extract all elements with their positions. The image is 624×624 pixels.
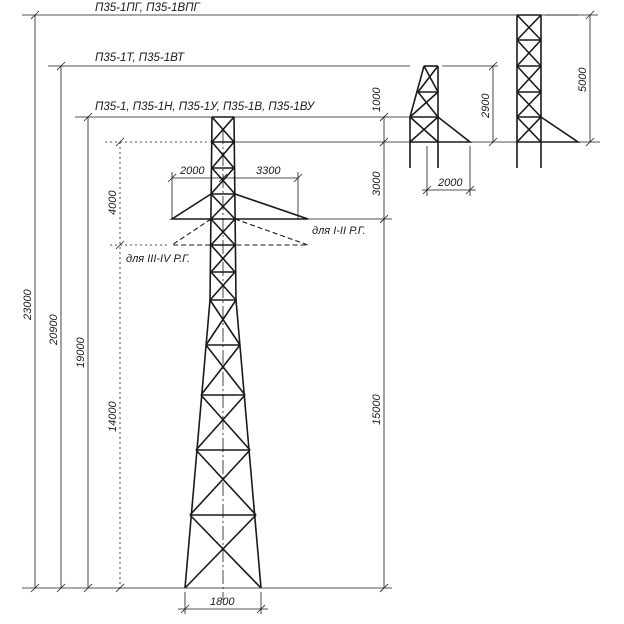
dim-label-3000: 3000 [371,171,383,196]
tower-left-leg [184,116,213,589]
crossarm-left-solid [169,193,212,220]
dim-label-3300: 3300 [256,165,281,177]
dim-label-1800: 1800 [210,596,235,608]
crossarm-right-dashed [234,218,309,246]
tower-body-bracing [184,299,262,589]
dim-ticks [30,10,389,593]
dim-label-14000: 14000 [107,401,119,432]
crossarm-right-solid [234,193,309,220]
dim-label-2900: 2900 [480,93,492,119]
upper-crossarm [169,193,309,220]
dim-label-4000: 4000 [107,190,119,215]
crossarm-dimensions [167,172,303,219]
main-tower [184,116,262,600]
dim-label-1000: 1000 [371,87,383,112]
dim-label-2000: 2000 [179,165,205,177]
tower-top-variant-pg [516,10,598,168]
title-variant-base: П35-1, П35-1Н, П35-1У, П35-1В, П35-1ВУ [95,101,316,113]
lower-crossarm [170,218,309,246]
base-dimension [178,592,268,614]
title-variant-t: П35-1Т, П35-1ВТ [95,52,185,64]
tower-right-leg [233,116,262,589]
dim-label-5000: 5000 [577,67,589,92]
note-rg-1-2: для I-II Р.Г. [312,225,366,237]
tower-top-variant-t [409,61,498,196]
dim-label-23000: 23000 [22,289,34,321]
dim-label-19000: 19000 [75,337,87,368]
title-variant-pg: П35-1ПГ, П35-1ВПГ [95,2,201,14]
note-rg-3-4: для III-IV Р.Г. [126,253,190,265]
dim-label-20900: 20900 [48,314,60,346]
dim-label-15000: 15000 [371,394,383,425]
dim-label-2000-variant: 2000 [437,177,463,189]
crossarm-left-dashed [170,218,212,246]
vertical-dimensions [30,10,389,593]
